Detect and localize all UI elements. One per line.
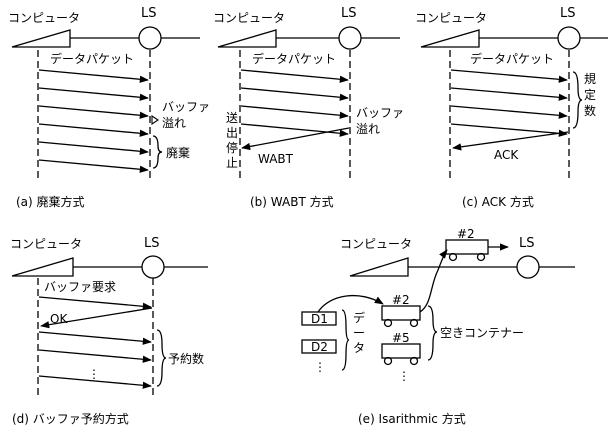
caption-a: (a) 廃棄方式 <box>16 194 85 209</box>
ls-node-icon <box>558 27 580 49</box>
packet-label: データパケット <box>50 51 134 66</box>
packet-label: データパケット <box>252 51 336 66</box>
brace-icon <box>428 306 437 360</box>
computer-label: コンピュータ <box>415 11 487 25</box>
ok-label: OK <box>50 312 68 326</box>
wabt-label: WABT <box>258 152 294 166</box>
packet-arrow <box>39 70 148 80</box>
overflow-label: バッファ <box>162 100 210 114</box>
ls-label: LS <box>144 236 160 251</box>
data-brace-char: ー <box>353 326 365 340</box>
computer-label: コンピュータ <box>8 11 80 25</box>
packet-arrow <box>39 160 148 170</box>
brace-icon <box>153 136 162 168</box>
panel-a: コンピュータ LS データパケット バッファ 溢れ 廃棄 (a) 廃棄方式 <box>8 6 210 209</box>
overflow-marker-icon <box>152 116 158 124</box>
overflow-label: 溢れ <box>356 122 380 136</box>
dots: ⋮ <box>314 360 326 374</box>
container-cart-icon <box>382 344 420 365</box>
request-label: バッファ要求 <box>44 280 116 294</box>
wabt-arrow <box>242 128 349 148</box>
count-label-char: 定 <box>584 87 596 102</box>
packet-arrow <box>241 88 348 98</box>
packet-arrow <box>39 142 148 152</box>
packet-arrow <box>451 70 567 80</box>
computer-icon <box>218 30 276 47</box>
panel-e: コンピュータ LS #2 D1 D2 ⋮ デ ー タ <box>302 227 575 426</box>
ls-label: LS <box>341 6 357 21</box>
ls-node-icon <box>339 27 361 49</box>
ls-label: LS <box>519 236 535 251</box>
request-arrow <box>39 297 151 307</box>
panel-c: コンピュータ LS データパケット 規 定 数 ACK (c) ACK 方式 <box>415 6 608 209</box>
discard-label: 廃棄 <box>166 145 190 160</box>
panel-b: コンピュータ LS データパケット バッファ 溢れ 送 出 停 止 WABT (… <box>213 6 404 209</box>
packet-arrow <box>39 106 148 116</box>
caption-e: (e) Isarithmic 方式 <box>358 411 466 426</box>
data-brace-char: デ <box>353 310 365 325</box>
packet-arrow <box>451 88 567 98</box>
packet-arrow <box>241 106 348 116</box>
overflow-label: 溢れ <box>162 116 186 130</box>
brace-icon <box>342 310 349 370</box>
packet-arrow <box>451 124 567 134</box>
packet-arrow <box>241 70 348 80</box>
computer-icon <box>12 258 73 276</box>
empty-container-label: 空きコンテナー <box>440 326 524 340</box>
container-cart-icon <box>446 240 488 261</box>
ls-node-icon <box>139 27 161 49</box>
caption-d: (d) バッファ予約方式 <box>12 411 129 426</box>
packet-arrow <box>39 350 151 360</box>
container-number: #5 <box>392 331 410 345</box>
data-label: D1 <box>311 312 328 326</box>
packet-arrow <box>241 124 348 134</box>
computer-icon <box>12 30 70 47</box>
packet-arrow <box>451 106 567 116</box>
packet-label: データパケット <box>470 51 554 66</box>
ls-node-icon <box>142 256 164 278</box>
packet-arrow <box>39 124 148 134</box>
stop-label-char: 送 <box>226 110 238 125</box>
brace-icon <box>157 330 166 386</box>
caption-b: (b) WABT 方式 <box>250 194 334 209</box>
packet-arrow <box>39 332 151 342</box>
dots: ⋮ <box>398 369 410 383</box>
stop-label-char: 止 <box>226 156 238 170</box>
container-cart-icon <box>382 306 420 327</box>
data-brace-char: タ <box>353 341 365 355</box>
caption-c: (c) ACK 方式 <box>462 194 534 209</box>
ack-label: ACK <box>494 148 519 162</box>
computer-label: コンピュータ <box>340 237 412 251</box>
stop-label-char: 出 <box>226 126 238 140</box>
panel-d: コンピュータ LS バッファ要求 OK ⋮ 予約数 (d) バッファ予約方式 <box>10 236 208 426</box>
count-label-char: 数 <box>584 103 596 118</box>
flow-arrow <box>420 250 447 312</box>
reserve-label: 予約数 <box>168 351 204 366</box>
computer-icon <box>421 30 479 47</box>
dots: ⋮ <box>88 367 100 381</box>
computer-icon <box>350 258 408 276</box>
ls-node-icon <box>517 256 539 278</box>
count-label-char: 規 <box>584 71 596 86</box>
data-label: D2 <box>311 340 328 354</box>
computer-label: コンピュータ <box>10 237 82 251</box>
brace-icon <box>573 72 582 128</box>
container-number: #2 <box>392 293 410 307</box>
stop-label-char: 停 <box>226 140 238 155</box>
flow-arrow <box>318 296 383 312</box>
ack-arrow <box>453 132 568 148</box>
ls-label: LS <box>141 6 157 21</box>
computer-label: コンピュータ <box>213 11 285 25</box>
container-number: #2 <box>457 227 475 241</box>
packet-arrow <box>39 88 148 98</box>
ls-label: LS <box>560 6 576 21</box>
overflow-label: バッファ <box>356 106 404 120</box>
